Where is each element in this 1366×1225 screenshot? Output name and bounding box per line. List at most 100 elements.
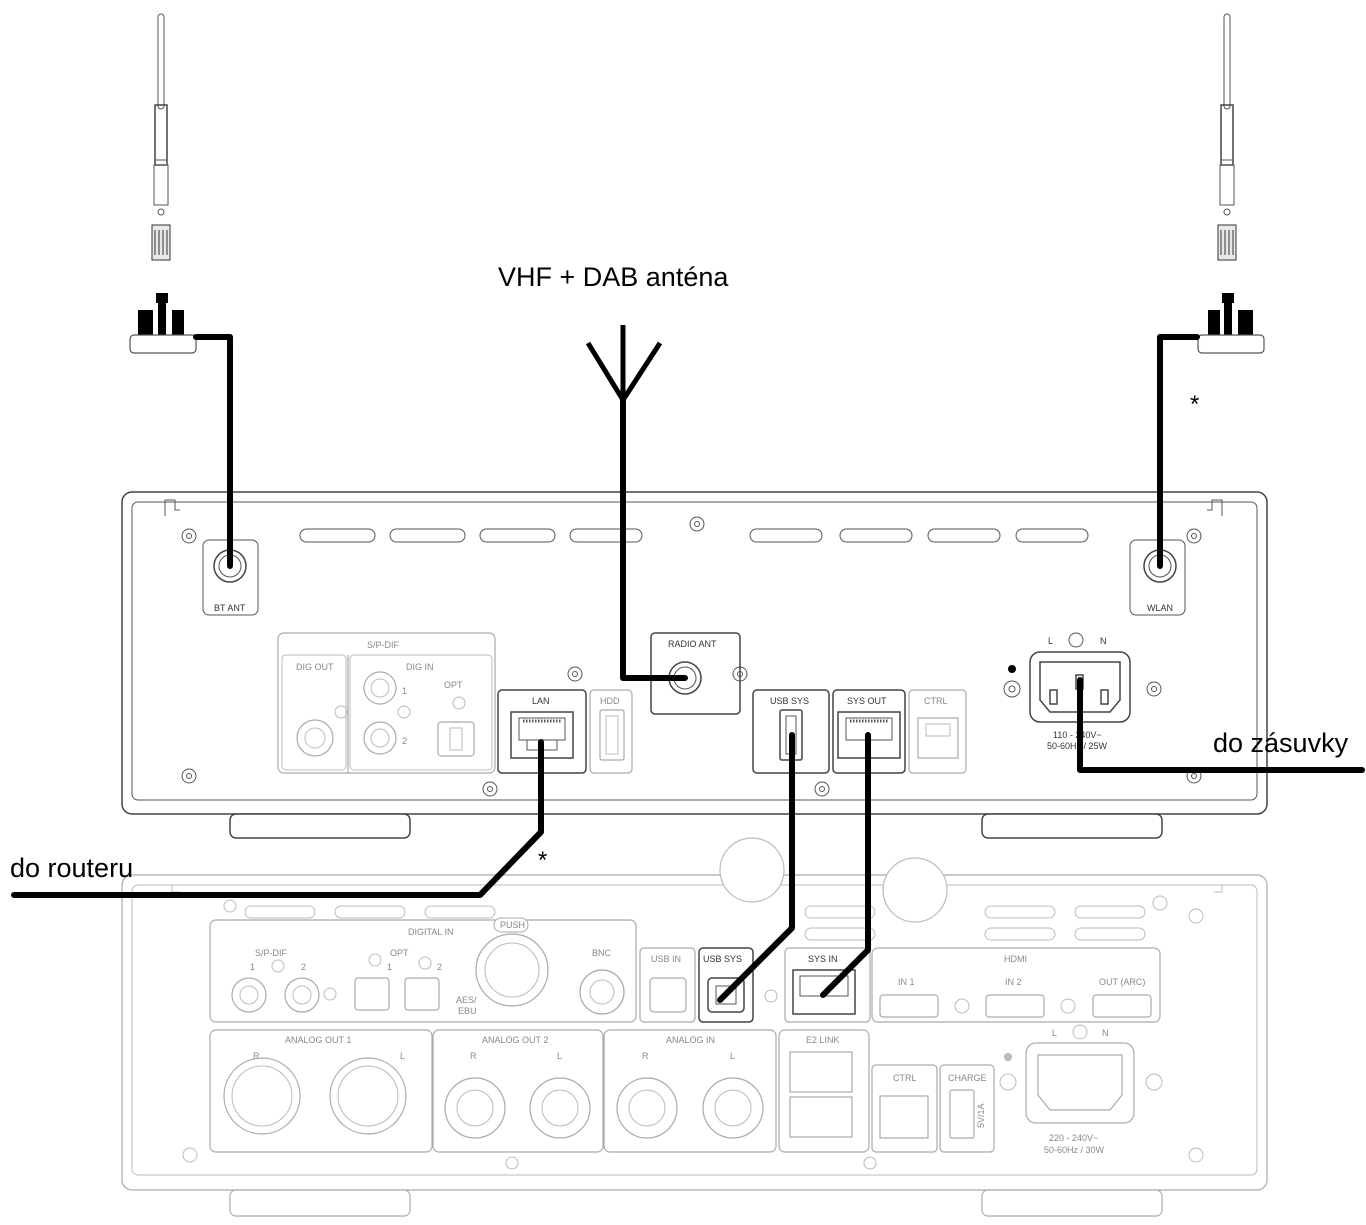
analog-out-2-r: R — [470, 1051, 477, 1061]
aes-ebu-label-1: AES/ — [456, 995, 477, 1005]
xlr-out-l-port-icon — [329, 1057, 407, 1135]
bottom-earth-icon — [1072, 1024, 1088, 1040]
bt-antenna-icon — [151, 13, 171, 261]
aes-ebu-label-2: EBU — [458, 1006, 477, 1016]
iec-inlet-icon — [1039, 661, 1121, 713]
bottom-spdif-1-port-icon — [231, 977, 267, 1013]
rca-in-l-port-icon — [702, 1077, 764, 1139]
bottom-iec-inlet-icon — [1037, 1054, 1123, 1111]
vhf-dab-antenna-icon — [585, 325, 663, 402]
lan-note-asterisk: * — [538, 847, 547, 874]
e2-link-1-port-icon — [789, 1051, 853, 1093]
aes-ebu-port-icon — [475, 933, 549, 1007]
bottom-power-l-label: L — [1052, 1028, 1057, 1038]
analog-in-label: ANALOG IN — [666, 1035, 715, 1045]
bottom-spdif-2: 2 — [301, 962, 306, 972]
charge-port-icon — [949, 1089, 975, 1139]
sys-in-label: SYS IN — [808, 954, 838, 964]
dig-in-label: DIG IN — [406, 662, 434, 672]
wlan-antenna-connector-icon — [1197, 293, 1265, 354]
bottom-power-spec-1: 220 - 240V~ — [1049, 1133, 1098, 1143]
sys-in-port-icon — [792, 969, 856, 1015]
usb-in-label: USB IN — [651, 954, 681, 964]
bottom-opt-1: 1 — [387, 962, 392, 972]
hdd-label: HDD — [600, 696, 620, 706]
hdd-port-group: HDD — [589, 689, 633, 774]
analog-out-2-l: L — [557, 1051, 562, 1061]
e2-link-label: E2 LINK — [806, 1035, 840, 1045]
top-ctrl-label: CTRL — [924, 696, 948, 706]
wlan-note-asterisk: * — [1190, 391, 1199, 418]
bottom-ctrl-label: CTRL — [893, 1073, 917, 1083]
bottom-spdif-2-port-icon — [284, 977, 320, 1013]
push-label: PUSH — [500, 920, 525, 930]
bnc-port-icon — [579, 969, 625, 1015]
hdd-port-icon — [599, 709, 625, 761]
dig-in-1-label: 1 — [402, 686, 407, 696]
hdmi-label: HDMI — [1004, 954, 1027, 964]
sys-out-label: SYS OUT — [847, 696, 887, 706]
analog-in-r: R — [642, 1051, 649, 1061]
router-label: do routeru — [10, 853, 133, 883]
hdmi-in1-port-icon — [879, 994, 939, 1018]
rca-out-l-port-icon — [529, 1077, 591, 1139]
radio-ant-port-group: RADIO ANT — [650, 632, 741, 715]
spdif-group: S/P-DIF DIG OUT DIG IN 1 2 OPT — [277, 632, 496, 774]
top-unit-rear-panel: BT ANT WLAN S/P-DIF DIG OUT DIG IN 1 2 O… — [121, 491, 1268, 839]
radio-ant-label: RADIO ANT — [668, 639, 717, 649]
top-usb-sys-label: USB SYS — [770, 696, 809, 706]
bottom-ctrl-port-icon — [879, 1095, 929, 1139]
wlan-label: WLAN — [1147, 603, 1173, 613]
sys-link-cable — [820, 732, 871, 998]
bottom-power-n-label: N — [1102, 1028, 1109, 1038]
analog-out-1-label: ANALOG OUT 1 — [285, 1035, 351, 1045]
outlet-label: do zásuvky — [1213, 728, 1349, 758]
earth-icon — [1068, 632, 1084, 648]
bt-antenna-cable — [193, 334, 233, 569]
bottom-power-spec-2: 50-60Hz / 30W — [1044, 1145, 1105, 1155]
dig-in-1-port-icon — [363, 671, 397, 705]
hdmi-in1-label: IN 1 — [898, 977, 915, 987]
top-spdif-label: S/P-DIF — [367, 640, 400, 650]
lan-router-cable — [11, 739, 544, 898]
cables — [11, 334, 1365, 1003]
bt-antenna-connector-icon — [129, 293, 197, 354]
rca-out-r-port-icon — [444, 1077, 506, 1139]
lan-label: LAN — [532, 696, 550, 706]
wlan-antenna-icon — [1217, 13, 1237, 261]
dig-in-2-label: 2 — [402, 736, 407, 746]
hdmi-in2-label: IN 2 — [1005, 977, 1022, 987]
bnc-label: BNC — [592, 948, 612, 958]
hdmi-out-port-icon — [1092, 994, 1152, 1018]
bottom-spdif-1: 1 — [250, 962, 255, 972]
hdmi-out-label: OUT (ARC) — [1099, 977, 1145, 987]
analog-out-1-r: R — [253, 1051, 260, 1061]
radio-antenna-cable — [620, 397, 688, 681]
bottom-opt-2: 2 — [437, 962, 442, 972]
optical-port-icon — [437, 721, 475, 757]
antenna-label: VHF + DAB anténa — [498, 262, 729, 292]
dig-in-2-port-icon — [363, 721, 397, 755]
ctrl-port-icon — [917, 717, 959, 759]
top-power-n-label: N — [1100, 636, 1107, 646]
bottom-usb-sys-label: USB SYS — [703, 954, 742, 964]
bottom-usb-sys-port-icon — [707, 977, 745, 1013]
dig-out-label: DIG OUT — [296, 662, 334, 672]
top-power-l-label: L — [1048, 636, 1053, 646]
bottom-opt-label: OPT — [390, 948, 409, 958]
charge-label: CHARGE — [948, 1073, 987, 1083]
ctrl-port-group: CTRL — [908, 689, 967, 774]
bottom-opt-1-port-icon — [354, 977, 390, 1011]
charge-spec: 5V/1A — [976, 1103, 986, 1128]
bottom-unit-rear-panel: DIGITAL IN S/P-DIF 1 2 OPT 1 2 PUSH AES/… — [121, 837, 1268, 1217]
dig-out-port-icon — [296, 719, 334, 757]
hdmi-in2-port-icon — [985, 994, 1045, 1018]
power-inlet-group: L N 110 - 240V~ 50-60Hz / 25W — [1003, 632, 1131, 751]
power-cable — [1077, 677, 1365, 773]
wlan-antenna-cable — [1157, 334, 1200, 569]
usb-sys-cable — [717, 732, 795, 1003]
analog-in-l: L — [730, 1051, 735, 1061]
analog-out-2-label: ANALOG OUT 2 — [482, 1035, 548, 1045]
opt-label: OPT — [444, 680, 463, 690]
